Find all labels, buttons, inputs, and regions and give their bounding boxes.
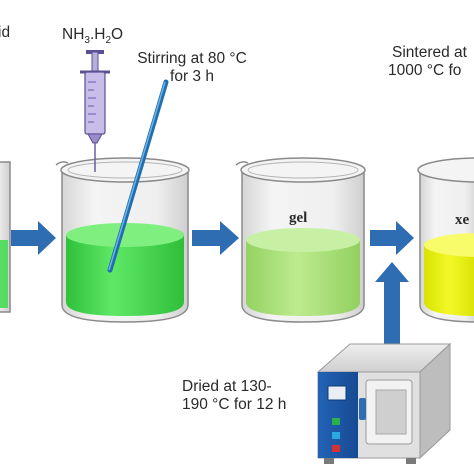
stirring-line-1: Stirring at 80 °C — [137, 50, 247, 67]
sintered-line-1: Sintered at — [392, 44, 467, 61]
reagent-end: O — [111, 26, 124, 43]
arrow-up-icon — [375, 262, 409, 352]
beaker-gel — [235, 157, 366, 323]
oven-icon — [316, 342, 452, 464]
sintered-line-2: 1000 °C fo — [388, 62, 462, 79]
syringe-icon — [80, 50, 110, 172]
gel-label: gel — [289, 210, 308, 226]
arrow-right-icon — [192, 221, 239, 255]
reagent-label: NH3.H2O — [62, 26, 123, 50]
reagent-main: NH — [62, 26, 85, 43]
arrow-right-icon — [370, 221, 414, 255]
reagent-mid: .H — [89, 26, 106, 43]
beaker-xerogel — [417, 157, 474, 323]
reagent-sub-2: 2 — [105, 35, 112, 47]
dried-line-2: 190 °C for 12 h — [182, 396, 287, 413]
left-step-label-partial: id — [0, 24, 11, 41]
beaker-0-partial — [0, 161, 11, 313]
xerogel-label-partial: xe — [455, 212, 470, 228]
reagent-sub-1: 3 — [84, 35, 90, 47]
sintered-label: Sintered at 1000 °C fo — [388, 44, 467, 80]
stirring-label: Stirring at 80 °C for 3 h — [126, 50, 258, 86]
arrow-right-icon — [11, 221, 56, 255]
dried-line-1: Dried at 130- — [182, 378, 272, 395]
beaker-solution — [55, 157, 190, 323]
dried-label: Dried at 130- 190 °C for 12 h — [182, 378, 286, 414]
stirring-line-2: for 3 h — [170, 68, 214, 85]
stirring-rod-icon — [107, 79, 169, 273]
